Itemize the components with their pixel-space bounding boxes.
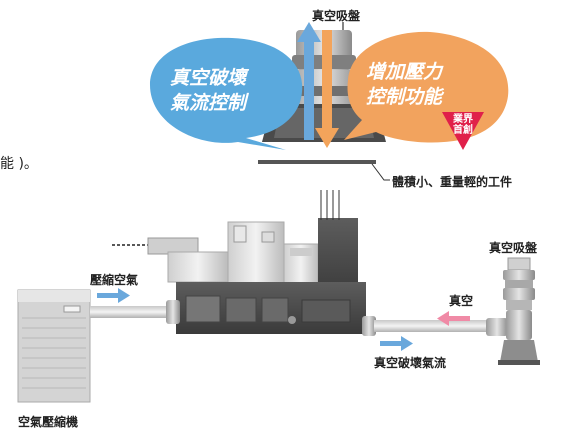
workpiece-label: 體積小、重量輕的工件 — [392, 175, 513, 189]
industry-first-badge — [442, 112, 484, 150]
badge-line1: 業界 — [453, 114, 473, 125]
vacuum-break-label: 真空破壞氣流 — [374, 356, 447, 370]
right-bubble-line1: 增加壓力 — [366, 61, 443, 83]
left-bubble-line2: 氣流控制 — [170, 92, 247, 114]
left-bubble-line1: 真空破壞 — [170, 67, 247, 89]
vacuum-break-arrow — [380, 336, 413, 351]
outlet-pipe — [374, 320, 494, 332]
compressed-air-label: 壓縮空氣 — [90, 273, 139, 287]
air-compressor — [17, 289, 91, 403]
vacuum-arrow — [437, 311, 470, 326]
workpiece — [258, 160, 390, 181]
vacuum-label: 真空 — [449, 294, 474, 308]
right-bubble-line2: 控制功能 — [366, 86, 443, 108]
top-cup-label: 真空吸盤 — [312, 9, 361, 23]
ejector-unit — [112, 190, 376, 336]
edge-text: 能 )。 — [0, 156, 38, 172]
badge-line2: 首創 — [453, 125, 473, 136]
blue-arrow-up — [297, 22, 321, 140]
compressor-label: 空氣壓縮機 — [18, 415, 79, 429]
inlet-pipe — [90, 306, 180, 318]
left-bubble — [150, 37, 303, 150]
right-vacuum-cup — [486, 257, 540, 365]
right-cup-label: 真空吸盤 — [489, 241, 538, 255]
orange-arrow-down — [315, 30, 339, 148]
compressed-air-arrow — [97, 288, 130, 303]
